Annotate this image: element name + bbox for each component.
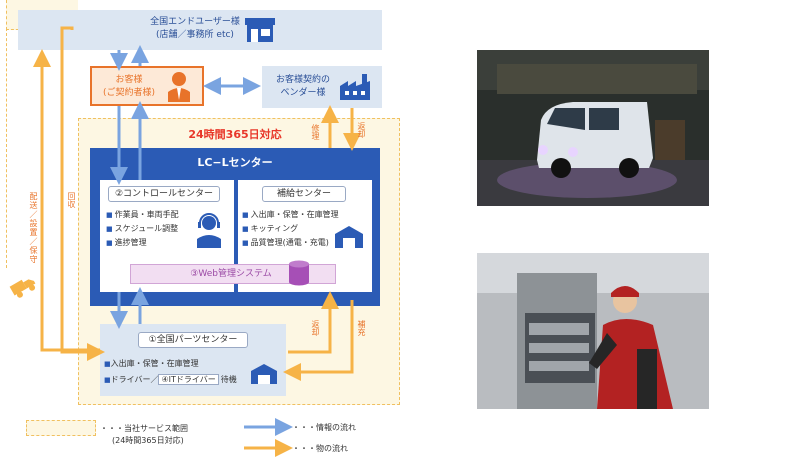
flow-label-return-top: 返却 [357, 122, 366, 138]
end-users-label: 全国エンドユーザー様 [150, 17, 240, 27]
flow-label-repair: 修理 [311, 124, 320, 140]
parts-center-item1-text: 入出庫・保管・在庫管理 [110, 359, 199, 368]
list-item: 作業員・車両手配 [106, 208, 179, 222]
list-item: 進捗管理 [106, 236, 179, 250]
operator-icon [166, 70, 192, 102]
customer-label: お客様 [115, 75, 143, 85]
legend-range-swatch [26, 420, 96, 436]
flow-label-return-bottom: 返却 [311, 320, 320, 336]
flow-label-delivery: 配送／設置／保守 [29, 192, 38, 264]
legend-range-text: ・・・当社サービス範囲 [100, 424, 188, 433]
delivery-van-photo [477, 50, 709, 206]
parts-center-item1: ■入出庫・保管・在庫管理 [104, 359, 199, 368]
legend-range-subtext: (24時間365日対応) [112, 436, 184, 445]
factory-icon [338, 72, 372, 102]
lc-center-title: LC−Lセンター [197, 156, 273, 169]
list-item: キッティング [242, 222, 339, 236]
parts-center-item2: ■ドライバー／④ITドライバー待機 [104, 374, 237, 385]
parts-standby-text: 待機 [220, 375, 237, 384]
list-item: 品質管理(通電・充電) [242, 236, 339, 250]
service-range-area-left-strip [6, 28, 78, 268]
technician-photo [477, 253, 709, 409]
warehouse-icon [334, 224, 364, 248]
control-center-title: ②コントロールセンター [108, 186, 220, 202]
parts-separator: ／ [150, 375, 159, 384]
end-users-sublabel: (店舗／事務所 etc) [156, 30, 234, 40]
supply-center-title: 補給センター [262, 186, 346, 202]
shop-icon [243, 14, 277, 44]
headset-operator-icon [194, 212, 224, 248]
flow-label-collect: 回収 [67, 192, 76, 208]
legend-goods-text: ・・・物の流れ [292, 444, 348, 453]
vendor-sublabel: ベンダー様 [280, 88, 326, 98]
control-center-list: 作業員・車両手配 スケジュール調整 進捗管理 [106, 208, 179, 250]
supply-center-list: 入出庫・保管・在庫管理 キッティング 品質管理(通電・充電) [242, 208, 339, 250]
parts-driver-text: ドライバー [110, 375, 151, 384]
truck-icon [7, 271, 40, 301]
banner-24h: 24時間365日対応 [188, 128, 282, 141]
list-item: 入出庫・保管・在庫管理 [242, 208, 339, 222]
parts-it-driver-text: ④ITドライバー [158, 374, 219, 385]
web-system-label: ③Web管理システム [190, 269, 272, 279]
legend-info-text: ・・・情報の流れ [292, 423, 356, 432]
parts-center-title: ①全国パーツセンター [138, 332, 248, 348]
database-icon [288, 260, 310, 286]
flow-label-replenish: 補充 [357, 320, 366, 336]
vendor-label: お客様契約の [275, 75, 330, 85]
customer-sublabel: (ご契約者様) [102, 88, 156, 98]
parts-warehouse-icon [250, 362, 278, 384]
list-item: スケジュール調整 [106, 222, 179, 236]
web-system-bar [130, 264, 336, 284]
